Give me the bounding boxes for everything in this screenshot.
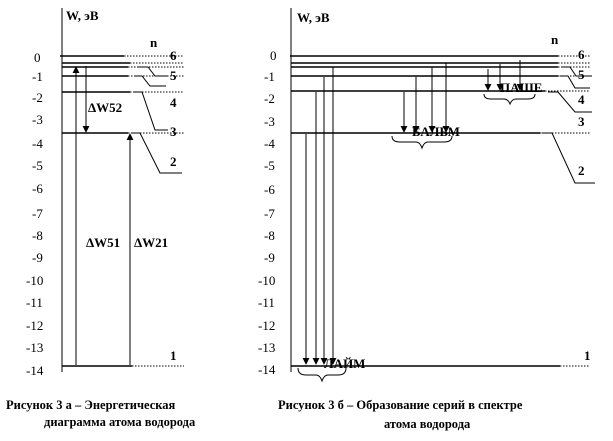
series-lyman: ЛАЙМ bbox=[297, 67, 365, 383]
brace-paschen bbox=[483, 93, 536, 106]
n-label-b: n bbox=[551, 32, 559, 47]
tick-label: -14 bbox=[26, 363, 44, 378]
tick-label: -10 bbox=[26, 273, 43, 288]
level-label: 3 bbox=[170, 124, 177, 139]
leader-line bbox=[560, 75, 590, 89]
tick-label: -5 bbox=[264, 158, 275, 173]
level-label: 6 bbox=[170, 48, 177, 63]
level-leaders-b bbox=[542, 66, 595, 184]
levels-b bbox=[290, 55, 590, 367]
leader-line bbox=[548, 91, 592, 113]
tick-label: -5 bbox=[32, 158, 43, 173]
tick-label: -9 bbox=[264, 250, 275, 265]
level-labels-b: 6 5 4 3 2 1 bbox=[578, 47, 591, 363]
tick-label: -4 bbox=[264, 136, 275, 151]
series-balmer: БАЛЬМ bbox=[391, 63, 460, 150]
caption-b-line1: Рисунок 3 б – Образование серий в спектр… bbox=[278, 398, 523, 412]
y-ticks-b: 0 -1 -2 -3 -4 -5 -6 -7 -8 -9 -10 -11 -12… bbox=[258, 48, 277, 377]
tick-label: -7 bbox=[264, 206, 275, 221]
leader-line bbox=[134, 75, 166, 87]
tick-label: -11 bbox=[258, 295, 275, 310]
brace-balmer bbox=[391, 135, 453, 150]
level-label: 2 bbox=[578, 163, 585, 178]
brace-lyman bbox=[297, 367, 347, 383]
leader-line bbox=[132, 132, 182, 174]
tick-label: -3 bbox=[32, 112, 43, 127]
tick-label: -7 bbox=[32, 206, 43, 221]
tick-label: -13 bbox=[258, 340, 275, 355]
caption-a-line2: диаграмма атома водорода bbox=[44, 415, 196, 429]
tick-label: -8 bbox=[264, 228, 275, 243]
level-label: 1 bbox=[584, 348, 591, 363]
tick-label: -3 bbox=[264, 114, 275, 129]
tick-label: 0 bbox=[34, 50, 41, 65]
label-w51: ΔW51 bbox=[86, 235, 120, 250]
diagram-a: W, эВ n 0 -1 -2 -3 -4 -5 -6 -7 -8 -9 -10… bbox=[6, 8, 196, 429]
tick-label: -1 bbox=[32, 69, 43, 84]
label-w21: ΔW21 bbox=[134, 235, 168, 250]
level-labels-a: 6 5 4 3 2 1 bbox=[170, 48, 177, 363]
tick-label: -2 bbox=[32, 90, 43, 105]
tick-label: -12 bbox=[258, 318, 275, 333]
caption-b-line2: атома водорода bbox=[384, 417, 471, 431]
level-label: 3 bbox=[578, 114, 585, 129]
tick-label: -10 bbox=[258, 273, 275, 288]
tick-label: -13 bbox=[26, 340, 43, 355]
level-label: 5 bbox=[170, 68, 177, 83]
level-label: 6 bbox=[578, 47, 585, 62]
leader-line bbox=[138, 66, 168, 77]
level-label: 4 bbox=[578, 92, 585, 107]
y-ticks-a: 0 -1 -2 -3 -4 -5 -6 -7 -8 -9 -10 -11 -12… bbox=[26, 50, 44, 378]
tick-label: -6 bbox=[32, 181, 43, 196]
series-label-balmer: БАЛЬМ bbox=[412, 124, 460, 139]
tick-label: -2 bbox=[264, 91, 275, 106]
tick-label: -14 bbox=[258, 362, 276, 377]
tick-label: -8 bbox=[32, 228, 43, 243]
axis-label-a: W, эВ bbox=[66, 8, 99, 23]
tick-label: -11 bbox=[26, 295, 43, 310]
leader-line bbox=[562, 66, 592, 77]
level-label: 5 bbox=[578, 67, 585, 82]
transitions-a: ΔW52 ΔW51 ΔW21 bbox=[72, 66, 168, 365]
tick-label: -1 bbox=[264, 69, 275, 84]
tick-label: -9 bbox=[32, 250, 43, 265]
n-label-a: n bbox=[150, 35, 158, 50]
series-label-paschen: ПАШЕ bbox=[500, 80, 542, 95]
level-label: 2 bbox=[170, 154, 177, 169]
label-w52: ΔW52 bbox=[88, 100, 122, 115]
tick-label: -6 bbox=[264, 182, 275, 197]
axis-label-b: W, эВ bbox=[297, 10, 330, 25]
diagram-b: W, эВ n 0 -1 -2 -3 -4 -5 -6 -7 -8 -9 -10… bbox=[258, 8, 595, 431]
tick-label: 0 bbox=[270, 48, 277, 63]
series-label-lyman: ЛАЙМ bbox=[324, 356, 365, 371]
tick-label: -12 bbox=[26, 318, 43, 333]
leader-line bbox=[542, 132, 595, 184]
leader-line bbox=[134, 91, 168, 131]
series-paschen: ПАШЕ bbox=[483, 60, 542, 106]
level-label: 1 bbox=[170, 348, 177, 363]
caption-a-line1: Рисунок 3 а – Энергетическая bbox=[6, 398, 176, 412]
level-leaders-a bbox=[132, 66, 182, 174]
level-label: 4 bbox=[170, 95, 177, 110]
tick-label: -4 bbox=[32, 136, 43, 151]
